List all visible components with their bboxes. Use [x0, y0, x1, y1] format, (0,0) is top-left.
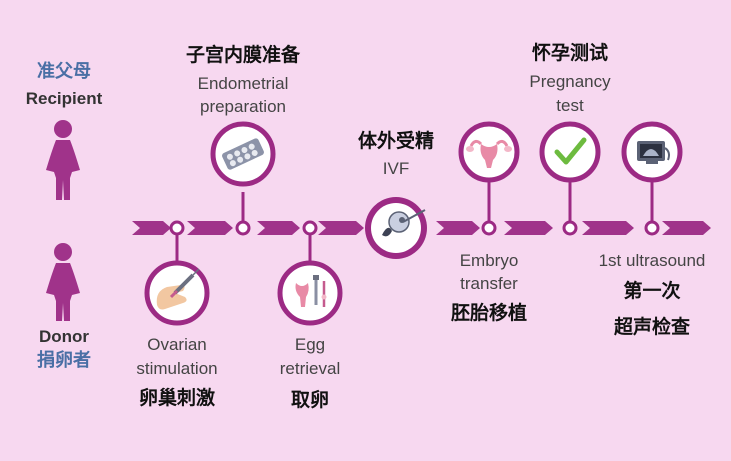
uterus-icon	[466, 139, 512, 168]
donor-label-en: Donor	[38, 327, 90, 346]
timeline-dot	[644, 220, 660, 236]
checkmark-icon	[554, 137, 587, 165]
egg-retrieval-icon	[295, 275, 327, 307]
timeline-arrow-segment	[187, 221, 233, 235]
step-stimulation-en2: stimulation	[136, 359, 218, 378]
step-pin-transfer	[458, 121, 520, 183]
recipient-label-cn: 准父母	[37, 61, 91, 82]
woman-figure-icon	[54, 120, 72, 138]
timeline-arrow-segment	[132, 221, 171, 235]
step-transfer-en1: Embryo	[459, 251, 519, 270]
timeline-arrow-segment	[318, 221, 364, 235]
recipient-label-en: Recipient	[25, 89, 103, 108]
microinjection-icon	[382, 209, 426, 237]
connector-stems	[175, 180, 654, 262]
step-stimulation-cn: 卵巢刺激	[138, 387, 215, 409]
timeline-dots	[169, 220, 660, 236]
step-pin-stimulation	[144, 260, 210, 326]
timeline-dot	[562, 220, 578, 236]
timeline-arrow-segment	[662, 221, 711, 235]
timeline-arrows	[132, 221, 711, 235]
donor-label-cn: 捐卵者	[37, 350, 91, 371]
syringe-hand-icon	[156, 268, 200, 310]
timeline-arrow-segment	[504, 221, 553, 235]
step-endometrial-en1: Endometrial	[197, 74, 289, 93]
timeline-arrow-segment	[582, 221, 634, 235]
step-pin-ivf	[365, 197, 427, 259]
step-pregnancy-en1: Pregnancy	[529, 72, 611, 91]
step-pin-ultrasound	[621, 121, 683, 183]
step-pin-retrieval	[277, 260, 343, 326]
pill-blister-icon	[222, 138, 264, 170]
step-transfer-cn: 胚胎移植	[450, 302, 527, 324]
ultrasound-monitor-icon	[637, 141, 670, 164]
timeline-arrow-segment	[257, 221, 300, 235]
timeline-dot	[302, 220, 318, 236]
step-pregnancy-cn: 怀孕测试	[531, 42, 608, 64]
timeline-arrow-segment	[436, 221, 480, 235]
woman-figure-icon	[54, 243, 72, 261]
step-retrieval-en1: Egg	[294, 335, 326, 354]
step-ultrasound-en: 1st ultrasound	[598, 251, 706, 270]
step-ultrasound-cn2: 超声检查	[613, 316, 690, 338]
step-ivf-en: IVF	[382, 159, 410, 178]
timeline-dot	[481, 220, 497, 236]
timeline-dot	[169, 220, 185, 236]
step-transfer-en2: transfer	[460, 274, 518, 293]
step-endometrial-cn: 子宫内膜准备	[185, 44, 300, 66]
step-pin-endometrial	[210, 121, 276, 187]
step-retrieval-en2: retrieval	[279, 359, 341, 378]
step-ultrasound-cn1: 第一次	[623, 280, 681, 302]
step-pin-pregnancy	[539, 121, 601, 183]
step-retrieval-cn: 取卵	[290, 389, 329, 411]
step-ivf-cn: 体外受精	[357, 130, 434, 152]
step-stimulation-en1: Ovarian	[147, 335, 207, 354]
step-endometrial-en2: preparation	[199, 97, 286, 116]
step-pregnancy-en2: test	[556, 96, 584, 115]
donor-figure	[46, 243, 80, 321]
recipient-figure	[46, 120, 80, 200]
timeline-dot	[235, 220, 251, 236]
